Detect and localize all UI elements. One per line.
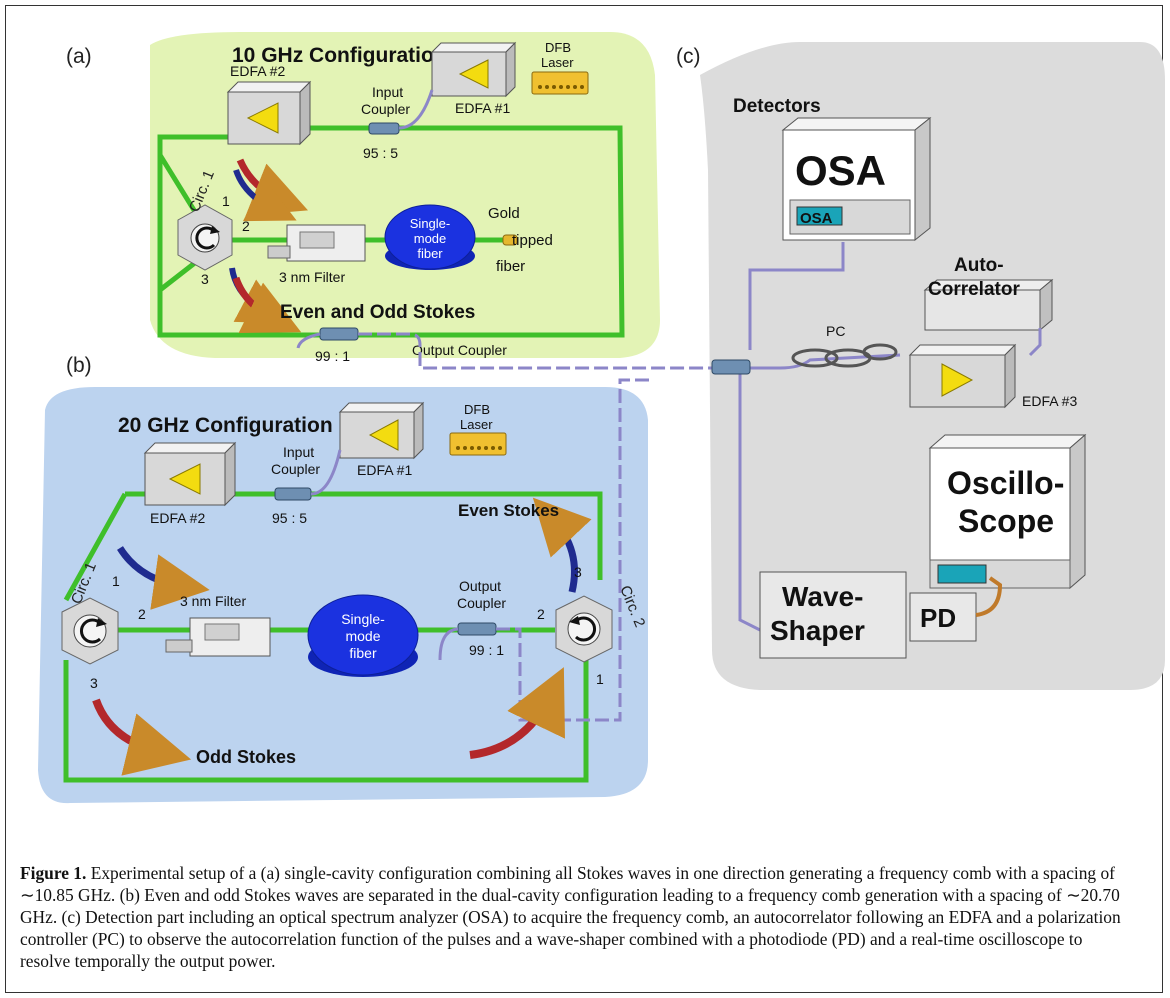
panel-a-stokes-label: Even and Odd Stokes (280, 302, 475, 323)
panel-c-edfa3 (908, 343, 1017, 409)
panel-label-c: (c) (676, 45, 701, 68)
panel-b-even-label: Even Stokes (458, 501, 559, 520)
panel-b-circulator-1 (61, 597, 119, 665)
panel-a-ratio-out: 99 : 1 (315, 348, 350, 364)
panel-a-port2: 2 (242, 218, 250, 234)
panel-b-arrow-even (532, 497, 592, 593)
panel-b-edfa2-label: EDFA #2 (150, 510, 205, 526)
panel-b-c1-port3: 3 (90, 675, 98, 691)
panel-a-output-coupler-label: Output Coupler (412, 342, 507, 358)
panel-c-oscilloscope-label: Oscillo-Scope (947, 465, 1064, 539)
panel-b-c1-port2: 2 (138, 606, 146, 622)
panel-b-circulator-2 (555, 595, 613, 663)
panel-label-a: (a) (66, 45, 92, 68)
panel-c-edfa3-label: EDFA #3 (1022, 393, 1077, 409)
panel-c-pc (791, 343, 898, 368)
panel-a-port3: 3 (201, 271, 209, 287)
panel-a-output-fiber (358, 332, 730, 370)
panel-c-oscilloscope (928, 433, 1087, 590)
panel-b-edfa1 (338, 401, 425, 460)
panel-b-input-coupler (274, 487, 312, 501)
panel-b-dfb-laser (449, 432, 507, 456)
panel-b-smf (307, 594, 419, 677)
panel-label-b: (b) (66, 354, 92, 377)
panel-b-arrow-red-right (469, 667, 565, 759)
panel-a-ratio-in: 95 : 5 (363, 145, 398, 161)
panel-b-arrow-red-left (92, 698, 192, 776)
panel-b-edfa1-label: EDFA #1 (357, 462, 412, 478)
panel-c-autocorrelator-label: Auto-Correlator (928, 255, 1020, 300)
panel-c-waveshaper-label: Wave-Shaper (770, 581, 865, 646)
panel-b-edfa2 (143, 441, 237, 507)
panel-c-autocorrelator (923, 278, 1054, 332)
panel-a-input-coupler (368, 122, 400, 135)
panel-a-smf (384, 204, 476, 270)
panel-a-filter (267, 224, 366, 262)
panel-b-output-fiber (496, 378, 650, 722)
panel-a-arrow-blue-top (233, 168, 297, 222)
panel-b-arrow-blue (117, 546, 210, 610)
panel-c-title: Detectors (733, 96, 821, 117)
panel-c-fiber-wave (738, 372, 761, 632)
panel-a-arrow-red-bottom (232, 276, 302, 333)
panel-a-gold-tip (502, 234, 518, 246)
panel-a-title: 10 GHz Configuration (232, 44, 447, 67)
setup-diagram: (a) (b) (c) 10 GHz Configuration EDFA #2… (38, 32, 1165, 804)
panel-b-odd-label: Odd Stokes (196, 747, 296, 767)
caption-text: Experimental setup of a (a) single-cavit… (20, 863, 1121, 971)
panel-c-pd-label: PD (920, 603, 956, 633)
panel-c-fiber-osa (748, 242, 845, 350)
panel-a-dfb-laser (531, 71, 589, 95)
panel-c-coupler (711, 359, 751, 375)
panel-b-filter-label: 3 nm Filter (180, 593, 246, 609)
panel-c-osa-label: OSA (795, 147, 886, 194)
panel-b-c2-port2: 2 (537, 606, 545, 622)
panel-a-port1: 1 (222, 193, 230, 209)
panel-a-output-coupler (319, 327, 359, 341)
panel-c-pc-label: PC (826, 323, 845, 339)
panel-a-edfa2 (226, 80, 312, 146)
panel-b-ratio-out: 99 : 1 (469, 642, 504, 658)
panel-b-ratio-in: 95 : 5 (272, 510, 307, 526)
panel-a-edfa2-label: EDFA #2 (230, 63, 285, 79)
panel-a-edfa1 (430, 41, 517, 98)
panel-c-waveshaper (759, 571, 907, 659)
panel-a-filter-label: 3 nm Filter (279, 269, 345, 285)
panel-b-output-coupler (457, 622, 497, 636)
panel-c-osa-screen: OSA (800, 210, 833, 227)
figure-caption: Figure 1. Experimental setup of a (a) si… (20, 862, 1130, 972)
panel-b-filter (165, 617, 271, 657)
panel-b-c2-port3: 3 (574, 564, 582, 580)
panel-c-osa (781, 116, 932, 242)
panel-c-pd (909, 592, 977, 642)
caption-label: Figure 1. (20, 863, 87, 883)
panel-a-circulator (177, 204, 233, 271)
panel-b-c2-port1: 1 (596, 671, 604, 687)
panel-b-title: 20 GHz Configuration (118, 414, 333, 437)
panel-c-fiber-main (730, 353, 901, 370)
panel-b-c1-port1: 1 (112, 573, 120, 589)
panel-a-edfa1-label: EDFA #1 (455, 100, 510, 116)
